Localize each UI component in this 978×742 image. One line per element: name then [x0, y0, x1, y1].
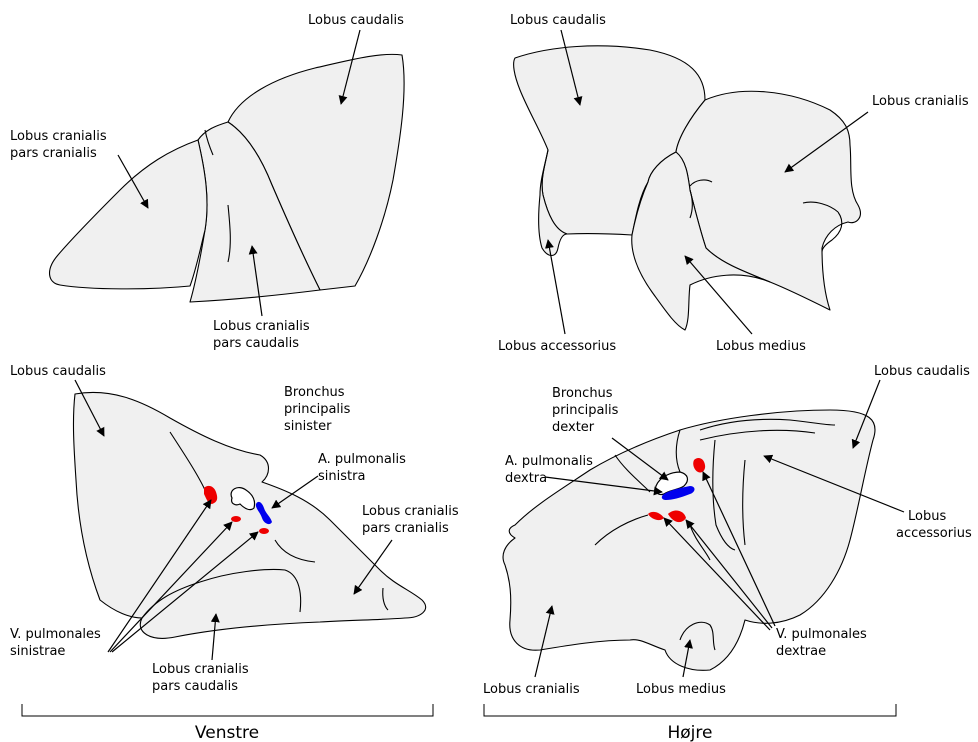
br-label-caudalis: Lobus caudalis: [874, 364, 970, 379]
tr-label-medius: Lobus medius: [716, 339, 806, 354]
br-label-apulm-1: A. pulmonalis: [505, 454, 593, 469]
right-group-bracket: [484, 704, 896, 716]
br-label-vpulm-2: dextrae: [776, 644, 826, 659]
tr-label-accessorius: Lobus accessorius: [498, 339, 616, 354]
bl-label-bronchus-3: sinister: [284, 419, 332, 434]
tr-arrow-accessorius: [548, 240, 565, 334]
bl-label-cranialis-caudalis-1: Lobus cranialis: [152, 662, 249, 677]
tl-label-caudalis: Lobus caudalis: [308, 13, 404, 28]
top-right-lung: Lobus caudalis Lobus cranialis Lobus acc…: [498, 13, 969, 354]
tl-label-cranialis-cranialis-1: Lobus cranialis: [10, 129, 107, 144]
left-group-bracket: [22, 704, 433, 716]
bl-vein-2: [231, 516, 241, 522]
tl-label-cranialis-caudalis-2: pars caudalis: [213, 336, 299, 351]
br-label-medius: Lobus medius: [636, 682, 726, 697]
br-label-apulm-2: dextra: [505, 471, 547, 486]
tl-label-cranialis-cranialis-2: pars cranialis: [10, 146, 97, 161]
bl-label-bronchus-2: principalis: [284, 402, 351, 417]
bl-label-cranialis-cranialis-1: Lobus cranialis: [362, 504, 459, 519]
bl-label-caudalis: Lobus caudalis: [10, 364, 106, 379]
br-label-bronchus-1: Bronchus: [552, 386, 613, 401]
bl-vein-3: [259, 528, 269, 534]
top-left-lung: Lobus caudalis Lobus cranialis pars cran…: [10, 13, 404, 351]
bl-label-cranialis-caudalis-2: pars caudalis: [152, 679, 238, 694]
tr-label-caudalis: Lobus caudalis: [510, 13, 606, 28]
bl-label-apulm-1: A. pulmonalis: [318, 452, 406, 467]
bl-label-cranialis-cranialis-2: pars cranialis: [362, 521, 449, 536]
right-group-label: Højre: [668, 723, 713, 742]
bl-label-bronchus-1: Bronchus: [284, 385, 345, 400]
br-label-accessorius-1: Lobus: [908, 509, 946, 524]
bl-label-vpulm-2: sinistrae: [10, 644, 65, 659]
br-label-vpulm-1: V. pulmonales: [776, 627, 867, 642]
br-label-cranialis: Lobus cranialis: [483, 682, 580, 697]
bottom-right-lung: Bronchus principalis dexter Lobus caudal…: [483, 364, 972, 697]
br-label-accessorius-2: accessorius: [896, 526, 972, 541]
br-label-bronchus-2: principalis: [552, 403, 619, 418]
bl-label-apulm-2: sinistra: [318, 469, 365, 484]
tl-lobus-cranialis-cranialis-shape: [50, 140, 207, 289]
bl-label-vpulm-1: V. pulmonales: [10, 627, 101, 642]
bottom-left-lung: Lobus caudalis Bronchus principalis sini…: [10, 364, 459, 694]
tl-label-cranialis-caudalis-1: Lobus cranialis: [213, 319, 310, 334]
br-label-bronchus-3: dexter: [552, 420, 595, 435]
left-group-label: Venstre: [195, 723, 259, 742]
tr-label-cranialis: Lobus cranialis: [872, 94, 969, 109]
